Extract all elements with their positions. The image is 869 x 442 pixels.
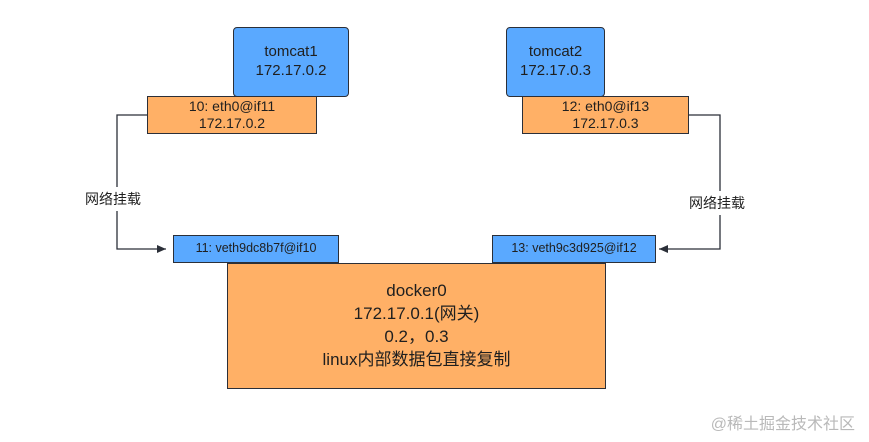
- veth-interface-left: 11: veth9dc8b7f@if10: [173, 235, 339, 263]
- bridge-name: docker0: [386, 281, 447, 301]
- interface-ip: 172.17.0.2: [198, 115, 266, 131]
- link-label-left: 网络挂载: [84, 187, 142, 211]
- connector-left: [116, 114, 166, 253]
- bridge-hosts: 0.2，0.3: [384, 327, 449, 346]
- interface-eth0-tomcat2: 12: eth0@if13 172.17.0.3: [522, 96, 689, 134]
- container-tomcat1: tomcat1 172.17.0.2: [233, 27, 349, 97]
- container-name: tomcat1: [264, 43, 318, 61]
- veth-interface-right: 13: veth9c3d925@if12: [492, 235, 656, 263]
- connector-right: [659, 114, 721, 253]
- container-tomcat2: tomcat2 172.17.0.3: [506, 27, 605, 97]
- veth-name: 13: veth9c3d925@if12: [511, 241, 637, 256]
- link-label-right: 网络挂载: [688, 191, 746, 215]
- container-name: tomcat2: [528, 43, 583, 61]
- watermark: @稀土掘金技术社区: [710, 416, 855, 433]
- bridge-note: linux内部数据包直接复制: [322, 349, 511, 369]
- bridge-docker0: docker0 172.17.0.1(网关) 0.2，0.3 linux内部数据…: [227, 263, 606, 389]
- interface-name: 12: eth0@if13: [561, 97, 650, 114]
- interface-name: 10: eth0@if11: [188, 97, 276, 114]
- interface-ip: 172.17.0.3: [572, 115, 639, 131]
- bridge-gateway: 172.17.0.1(网关): [353, 304, 480, 324]
- container-ip: 172.17.0.2: [255, 62, 327, 79]
- container-ip: 172.17.0.3: [520, 62, 591, 79]
- veth-name: 11: veth9dc8b7f@if10: [195, 241, 317, 256]
- interface-eth0-tomcat1: 10: eth0@if11 172.17.0.2: [147, 96, 317, 134]
